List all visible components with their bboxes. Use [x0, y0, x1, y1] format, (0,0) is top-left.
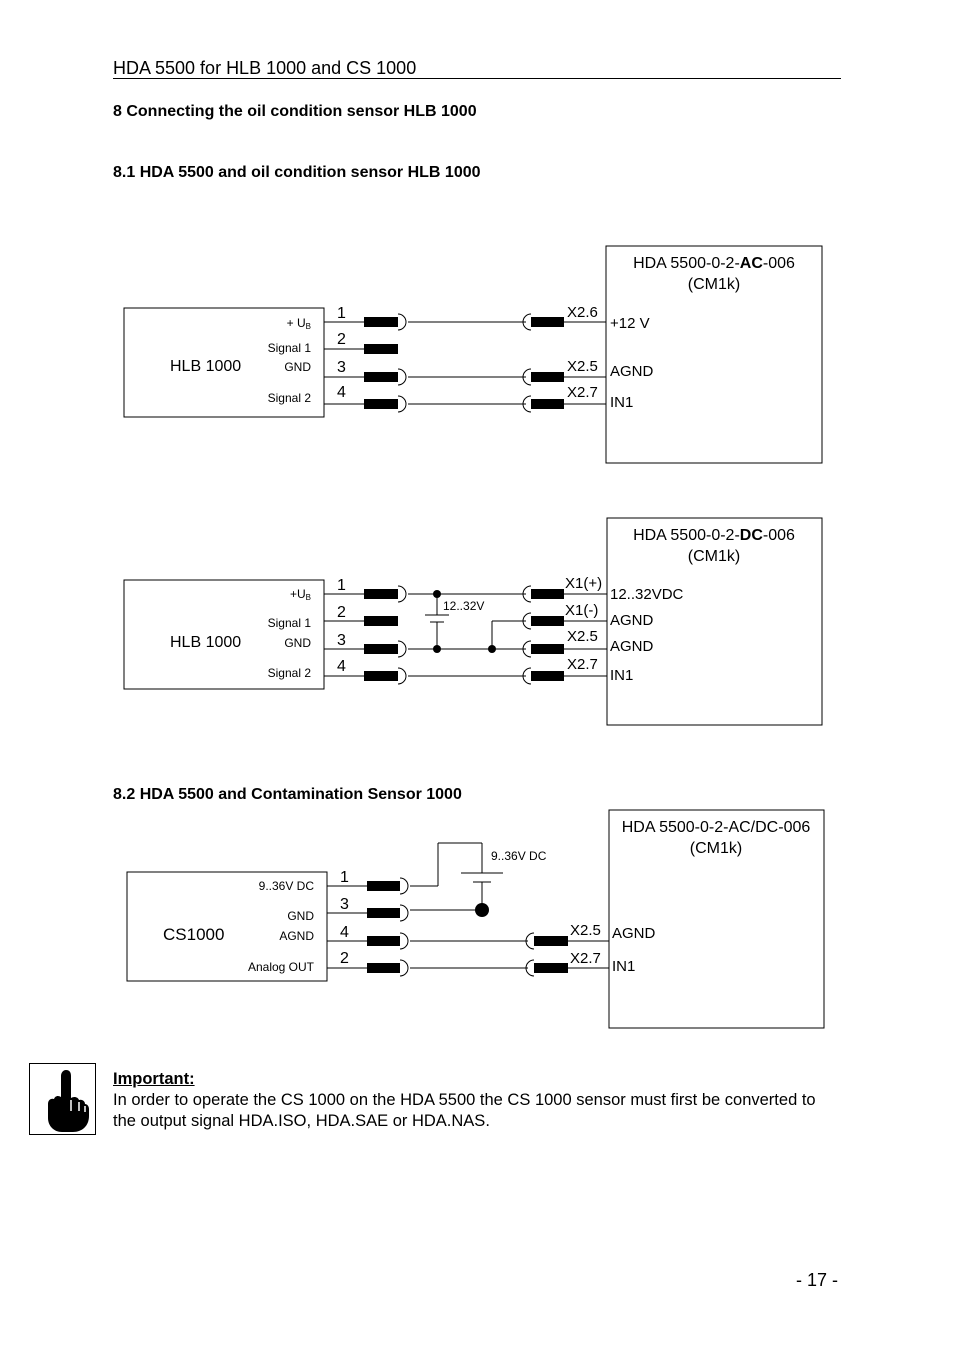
pin-number: 4	[340, 924, 349, 941]
section-8-2-heading: 8.2 HDA 5500 and Contamination Sensor 10…	[113, 786, 462, 803]
connector-plug	[367, 881, 400, 891]
connector-plug	[364, 399, 398, 409]
diagram-ac-hlb1000: HDA 5500-0-2-AC-006 (CM1k) HLB 1000 + UB…	[123, 245, 823, 464]
device-pin-in1: IN1	[612, 958, 635, 975]
hlb1000-label-1: HLB 1000	[170, 358, 241, 375]
pin-gnd-label-1: GND	[284, 360, 311, 374]
terminal-x2-5: X2.5	[567, 628, 598, 645]
pin-number: 2	[337, 604, 346, 621]
pin-signal2-label-1: Signal 2	[268, 391, 312, 405]
diagram-cs1000: HDA 5500-0-2-AC/DC-006 (CM1k) CS1000 9..…	[126, 809, 825, 1029]
connector-plug	[367, 936, 400, 946]
connector-plug	[531, 399, 564, 409]
connector-plug	[531, 671, 564, 681]
cs1000-box	[126, 871, 328, 982]
hda-ac-title: HDA 5500-0-2-AC-006	[633, 255, 795, 272]
connector-plug	[364, 372, 398, 382]
terminal-x2-6: X2.6	[567, 304, 598, 321]
hda-acdc-box	[608, 809, 825, 1029]
pin-number: 3	[337, 359, 346, 376]
connector-plug	[367, 908, 400, 918]
terminal-x2-5: X2.5	[570, 922, 601, 939]
pin-analog-out-label: Analog OUT	[248, 960, 315, 974]
terminal-x2-5: X2.5	[567, 358, 598, 375]
connector-plug	[364, 616, 398, 626]
hda-acdc-title: HDA 5500-0-2-AC/DC-006	[622, 819, 811, 836]
pin-number: 4	[337, 384, 346, 401]
connector-plug	[531, 589, 564, 599]
junction-dot	[475, 903, 489, 917]
pin-number: 1	[340, 869, 349, 886]
connector-plug	[531, 644, 564, 654]
important-note: Important: In order to operate the CS 10…	[113, 1069, 833, 1132]
connector-plug	[531, 317, 564, 327]
terminal-x1-plus: X1(+)	[565, 575, 602, 592]
junction-dot	[488, 645, 496, 653]
pin-number: 2	[337, 331, 346, 348]
connector-plug	[534, 936, 568, 946]
pin-number: 3	[340, 896, 349, 913]
hda-dc-subtitle: (CM1k)	[688, 548, 740, 565]
junction-dot	[433, 645, 441, 653]
section-8-1-heading: 8.1 HDA 5500 and oil condition sensor HL…	[113, 164, 481, 181]
pin-signal1-label-1: Signal 1	[268, 341, 312, 355]
pin-gnd-label-2: GND	[284, 636, 311, 650]
pin-ub-label-1: + UB	[287, 316, 311, 331]
connector-plug	[531, 616, 564, 626]
device-pin-12v: +12 V	[610, 315, 650, 332]
attention-hand-icon	[29, 1063, 96, 1135]
pin-signal1-label-2: Signal 1	[268, 616, 312, 630]
pin-number: 4	[337, 658, 346, 675]
connector-plug	[364, 671, 398, 681]
connector-plug	[364, 317, 398, 327]
connector-plug	[364, 644, 398, 654]
device-pin-in1: IN1	[610, 394, 633, 411]
header-rule	[113, 78, 841, 79]
pin-gnd-label: GND	[287, 909, 314, 923]
junction-dot	[433, 590, 441, 598]
terminal-x1-minus: X1(-)	[565, 602, 598, 619]
pin-number: 3	[337, 632, 346, 649]
device-pin-agnd: AGND	[612, 925, 656, 942]
terminal-x2-7: X2.7	[567, 384, 598, 401]
pin-signal2-label-2: Signal 2	[268, 666, 312, 680]
pin-ub-label-2: +UB	[290, 587, 311, 602]
terminal-x2-7: X2.7	[570, 950, 601, 967]
supply-voltage-label: 12..32V	[443, 599, 484, 613]
pin-number: 1	[337, 577, 346, 594]
device-pin-agnd: AGND	[610, 612, 654, 629]
connector-plug	[531, 372, 564, 382]
note-text: In order to operate the CS 1000 on the H…	[113, 1091, 816, 1130]
pin-agnd-label: AGND	[279, 929, 314, 943]
device-pin-in1: IN1	[610, 667, 633, 684]
pin-number: 2	[340, 950, 349, 967]
header-title: HDA 5500 for HLB 1000 and CS 1000	[113, 58, 417, 78]
connector-plug	[364, 589, 398, 599]
connector-plug	[367, 963, 400, 973]
connector-plug	[364, 344, 398, 354]
cs1000-label: CS1000	[163, 925, 224, 944]
hda-dc-title: HDA 5500-0-2-DC-006	[633, 527, 795, 544]
diagram-dc-hlb1000: HDA 5500-0-2-DC-006 (CM1k) HLB 1000 +UB …	[123, 517, 823, 726]
hda-ac-box	[605, 245, 823, 464]
device-pin-agnd: AGND	[610, 638, 654, 655]
pin-number: 1	[337, 305, 346, 322]
hlb1000-label-2: HLB 1000	[170, 634, 241, 651]
hda-acdc-subtitle: (CM1k)	[690, 840, 742, 857]
device-pin-12-32vdc: 12..32VDC	[610, 586, 684, 603]
hlb1000-box-1	[123, 307, 325, 418]
connector-plug	[534, 963, 568, 973]
note-title: Important:	[113, 1070, 195, 1088]
page-number: - 17 -	[796, 1270, 839, 1290]
hda-ac-subtitle: (CM1k)	[688, 276, 740, 293]
terminal-x2-7: X2.7	[567, 656, 598, 673]
section-8-heading: 8 Connecting the oil condition sensor HL…	[113, 103, 477, 120]
device-pin-agnd: AGND	[610, 363, 654, 380]
supply-voltage-label: 9..36V DC	[491, 849, 547, 863]
pin-supply-label: 9..36V DC	[259, 879, 315, 893]
hlb1000-box-2	[123, 579, 325, 690]
